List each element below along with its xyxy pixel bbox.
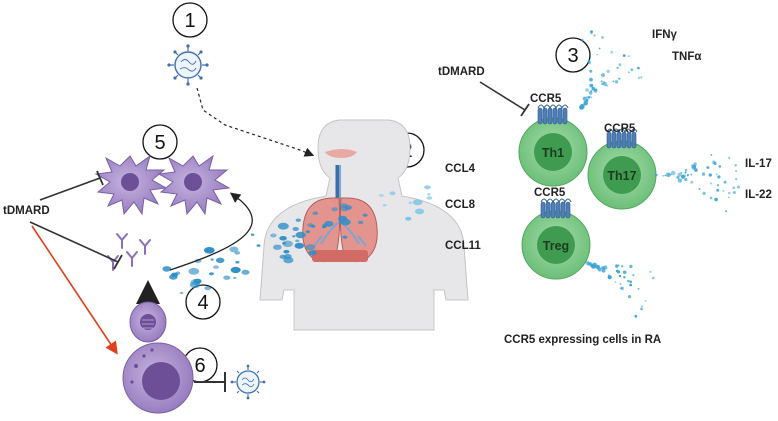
step-3-marker: 3 xyxy=(555,37,591,73)
inhibition-line-dendritic xyxy=(39,177,101,201)
step-3-label: 3 xyxy=(567,45,578,67)
step-4-label: 4 xyxy=(197,292,208,314)
tdmard-label-left: tDMARD xyxy=(3,205,50,217)
t-cell-icon xyxy=(587,140,657,210)
dendritic-cell-icon xyxy=(157,154,231,216)
infection-arrow xyxy=(196,87,315,157)
antibody-icon xyxy=(107,233,151,271)
cytokine-label-il22: IL-22 xyxy=(745,189,772,201)
t-cell-icon xyxy=(518,117,588,187)
inhibition-line-plasma xyxy=(29,221,119,263)
ccr5-label-th1: CCR5 xyxy=(530,93,562,105)
t-cell-label-treg: Treg xyxy=(543,239,569,253)
ccr5-label-treg: CCR5 xyxy=(534,187,566,199)
activation-arrow-red xyxy=(31,225,118,355)
step-5-marker: 5 xyxy=(142,124,178,160)
virus-icon xyxy=(230,364,266,400)
chemokine-label-ccl4: CCL4 xyxy=(445,163,476,175)
inhibition-bar xyxy=(520,103,530,117)
ccr5-receptor-icon xyxy=(537,104,569,125)
ccr5-receptor-icon xyxy=(606,128,638,149)
chemokine-particles xyxy=(162,185,433,295)
inhibition-bar xyxy=(113,254,123,270)
inhibition-bar xyxy=(96,170,104,186)
t-cell-icon xyxy=(521,210,591,280)
cytokine-label-il17: IL-17 xyxy=(745,158,772,170)
step-5-label: 5 xyxy=(154,132,165,154)
step-1-label: 1 xyxy=(184,10,195,32)
figure-caption: CCR5 expressing cells in RA xyxy=(504,334,661,346)
cytokine-label-ifng: IFNγ xyxy=(652,29,678,41)
inhibition-line-ccr5 xyxy=(479,81,526,111)
cytokine-particles xyxy=(579,30,740,318)
plasma-cell-icon xyxy=(129,301,167,343)
step-1-marker: 1 xyxy=(172,2,208,38)
macrophage-icon xyxy=(122,342,194,414)
lungs-icon xyxy=(259,119,469,331)
chemokine-label-ccl11: CCL11 xyxy=(445,240,481,252)
activation-arrow xyxy=(169,192,253,271)
chemokine-label-ccl8: CCL8 xyxy=(445,199,476,211)
ccr5-receptor-icon xyxy=(540,198,572,219)
cytokine-label-tnfa: TNFα xyxy=(672,51,701,63)
virus-icon xyxy=(167,44,209,86)
step-6-label: 6 xyxy=(194,355,205,377)
step-4-marker: 4 xyxy=(185,284,221,320)
t-cell-label-th1: Th1 xyxy=(542,146,564,160)
dendritic-cell-icon xyxy=(94,154,168,216)
t-cell-label-th17: Th17 xyxy=(607,169,636,183)
tdmard-label-right: tDMARD xyxy=(438,66,485,78)
ccr5-label-th17: CCR5 xyxy=(604,123,636,135)
